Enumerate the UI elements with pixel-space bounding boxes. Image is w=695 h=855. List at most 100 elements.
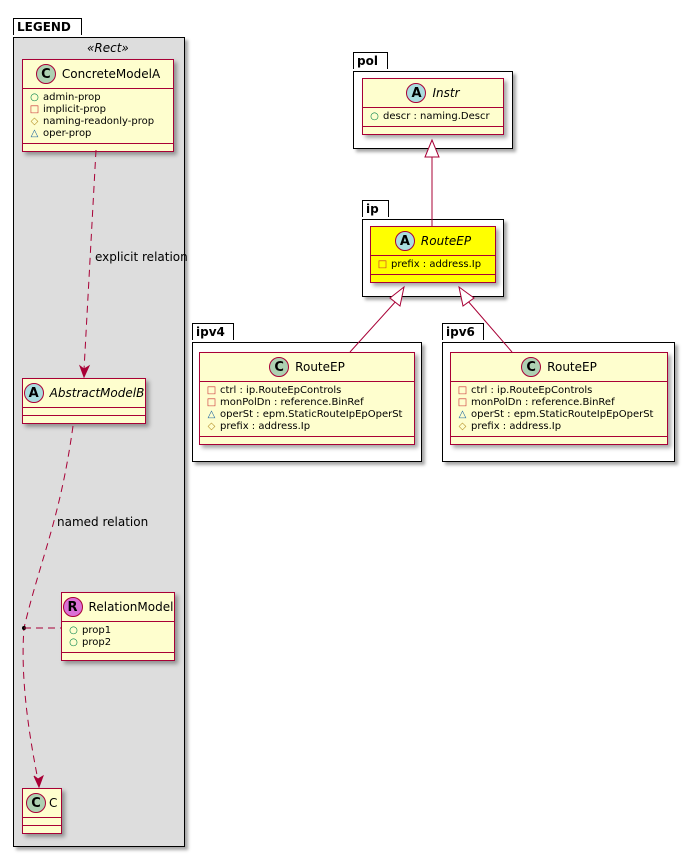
protected-visibility-icon: ◇ xyxy=(458,421,467,432)
attribute: ◇ prefix : address.Ip xyxy=(206,421,408,433)
attribute: □ctrl : ip.RouteEpControls xyxy=(206,385,408,397)
ipv6-package-tab: ipv6 xyxy=(442,323,484,340)
private-visibility-icon: □ xyxy=(206,385,217,396)
attribute-text: descr : naming.Descr xyxy=(383,111,490,122)
attribute-text: prefix : address.Ip xyxy=(471,421,562,432)
package-visibility-icon: △ xyxy=(458,409,467,420)
attribute: □monPolDn : reference.BinRef xyxy=(457,397,661,409)
attribute: ○ prop1 xyxy=(68,625,168,637)
attribute: □ctrl : ip.RouteEpControls xyxy=(457,385,661,397)
private-visibility-icon: □ xyxy=(29,104,40,115)
attribute-text: monPolDn : reference.BinRef xyxy=(220,397,364,408)
class-ipv6-routeep[interactable]: C RouteEP □ctrl : ip.RouteEpControls □mo… xyxy=(450,352,668,445)
attribute-list: □ctrl : ip.RouteEpControls □monPolDn : r… xyxy=(200,382,414,437)
class-c[interactable]: C C xyxy=(22,788,62,834)
attribute-text: admin-prop xyxy=(43,92,101,103)
inheritance-arrow-icon xyxy=(389,285,405,307)
attribute-text: monPolDn : reference.BinRef xyxy=(471,397,615,408)
attribute-text: prop2 xyxy=(82,637,112,648)
class-r-icon: R xyxy=(62,597,83,617)
attribute-text: prop1 xyxy=(82,625,112,636)
legend-package-tab: LEGEND xyxy=(13,18,82,35)
pol-package-label: pol xyxy=(357,54,378,68)
explicit-relation-label: explicit relation xyxy=(95,250,188,264)
class-a-icon: A xyxy=(406,83,427,103)
legend-stereotype: «Rect» xyxy=(87,41,129,55)
ip-package-tab: ip xyxy=(362,200,389,217)
private-visibility-icon: □ xyxy=(457,397,468,408)
public-visibility-icon: ○ xyxy=(69,637,78,648)
attribute-list: □ctrl : ip.RouteEpControls □monPolDn : r… xyxy=(451,382,667,437)
pol-package-tab: pol xyxy=(353,52,388,69)
private-visibility-icon: □ xyxy=(206,397,217,408)
explicit-relation-line xyxy=(83,149,97,371)
inheritance-arrow-icon xyxy=(424,138,440,158)
public-visibility-icon: ○ xyxy=(69,625,78,636)
inheritance-arrow-icon xyxy=(458,285,475,307)
attribute: △ oper-prop xyxy=(29,128,167,140)
ipv4-package-label: ipv4 xyxy=(196,325,225,339)
arrow-head-icon xyxy=(78,364,91,379)
attribute-text: operSt : epm.StaticRouteIpEpOperSt xyxy=(220,409,403,420)
attribute-text: naming-readonly-prop xyxy=(43,116,155,127)
class-name: RelationModel xyxy=(88,600,174,614)
attribute-text: operSt : epm.StaticRouteIpEpOperSt xyxy=(471,409,654,420)
attribute: ○ descr : naming.Descr xyxy=(369,111,497,123)
class-relation-model[interactable]: R RelationModel ○ prop1 ○ prop2 xyxy=(61,592,175,661)
class-header: C C xyxy=(23,789,61,818)
class-c-icon: C xyxy=(35,64,56,84)
package-visibility-icon: △ xyxy=(30,128,39,139)
inheritance-line xyxy=(349,299,398,353)
attribute-text: ctrl : ip.RouteEpControls xyxy=(220,385,342,396)
class-name: RouteEP xyxy=(295,360,345,374)
class-name: RouteEP xyxy=(420,234,472,248)
class-name: AbstractModelB xyxy=(49,386,145,400)
public-visibility-icon: ○ xyxy=(30,92,39,103)
protected-visibility-icon: ◇ xyxy=(30,116,39,127)
class-ip-routeep[interactable]: A RouteEP □prefix : address.Ip xyxy=(370,226,496,283)
legend-package xyxy=(13,37,185,847)
class-a-icon: A xyxy=(23,383,44,403)
class-header: C RouteEP xyxy=(451,353,667,382)
public-visibility-icon: ○ xyxy=(370,111,379,122)
named-relation-line xyxy=(22,425,74,781)
class-header: C RouteEP xyxy=(200,353,414,382)
named-relation-label: named relation xyxy=(57,515,149,529)
ipv6-package-label: ipv6 xyxy=(446,325,475,339)
attribute: □prefix : address.Ip xyxy=(377,259,489,271)
class-c-icon: C xyxy=(269,357,290,377)
attribute: □monPolDn : reference.BinRef xyxy=(206,397,408,409)
class-header: R RelationModel xyxy=(62,593,174,622)
attribute: △ operSt : epm.StaticRouteIpEpOperSt xyxy=(457,409,661,421)
attribute-list: □prefix : address.Ip xyxy=(371,256,495,275)
class-name: C xyxy=(49,796,58,810)
attribute-text: ctrl : ip.RouteEpControls xyxy=(471,385,593,396)
attribute-list: ○ admin-prop □implicit-prop ◇ naming-reado… xyxy=(23,89,173,144)
class-a-icon: A xyxy=(394,231,415,251)
class-concrete-model-a[interactable]: C ConcreteModelA ○ admin-prop □implicit-p… xyxy=(22,59,174,152)
inheritance-line xyxy=(466,299,513,353)
attribute-text: oper-prop xyxy=(43,128,92,139)
ipv4-package-tab: ipv4 xyxy=(192,323,234,340)
attribute: ○ prop2 xyxy=(68,637,168,649)
ip-package-label: ip xyxy=(366,202,379,216)
private-visibility-icon: □ xyxy=(457,385,468,396)
class-name: RouteEP xyxy=(547,360,597,374)
attributes-section xyxy=(23,818,61,826)
arrow-head-icon xyxy=(33,774,44,789)
attribute-text: prefix : address.Ip xyxy=(391,259,482,270)
class-instr[interactable]: A Instr ○ descr : naming.Descr xyxy=(362,78,504,135)
attribute: □implicit-prop xyxy=(29,104,167,116)
class-name: ConcreteModelA xyxy=(61,67,161,81)
class-ipv4-routeep[interactable]: C RouteEP □ctrl : ip.RouteEpControls □mo… xyxy=(199,352,415,445)
attribute-text: prefix : address.Ip xyxy=(220,421,311,432)
legend-package-label: LEGEND xyxy=(17,20,71,34)
attribute: ◇ naming-readonly-prop xyxy=(29,116,167,128)
attribute: ○ admin-prop xyxy=(29,92,167,104)
private-visibility-icon: □ xyxy=(377,259,388,270)
class-name: Instr xyxy=(432,86,460,100)
class-abstract-model-b[interactable]: A AbstractModelB xyxy=(22,378,146,424)
class-c-icon: C xyxy=(26,793,46,813)
protected-visibility-icon: ◇ xyxy=(207,421,216,432)
class-header: A AbstractModelB xyxy=(23,379,145,408)
